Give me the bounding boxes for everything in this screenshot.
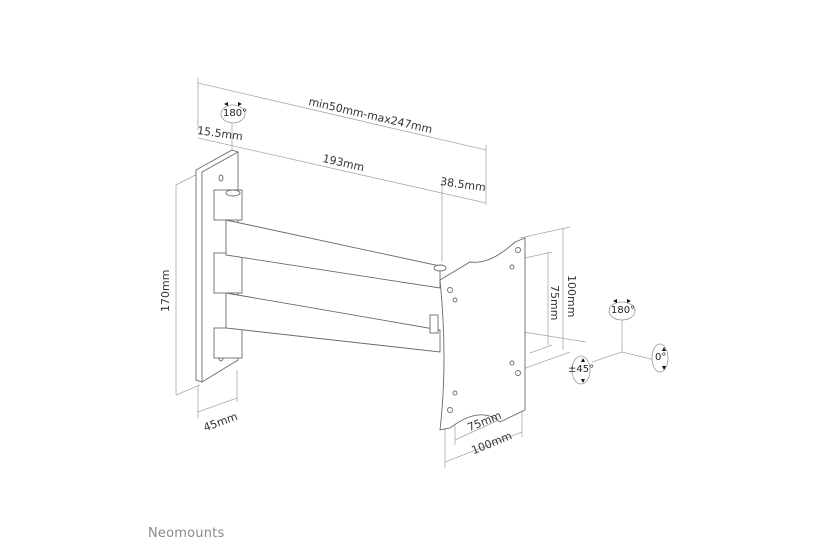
dim-line-extension <box>197 82 487 151</box>
dim-line-arm <box>197 137 487 204</box>
vesa-plate <box>429 237 526 431</box>
axis-left <box>591 351 623 363</box>
hinge-knuckles <box>213 189 243 359</box>
dim-line-100h <box>444 431 523 463</box>
swing-arm <box>225 219 447 353</box>
rotation-badge-rotate: 0° <box>655 352 667 363</box>
axis-right <box>621 351 656 361</box>
dim-line-45 <box>197 397 238 413</box>
rotation-badge-arm: 180° <box>223 108 248 119</box>
brand-logo: Neomounts <box>148 526 225 541</box>
rotation-badge-pan: 180° <box>611 305 636 316</box>
rotation-badge-tilt: ±45° <box>568 364 595 375</box>
